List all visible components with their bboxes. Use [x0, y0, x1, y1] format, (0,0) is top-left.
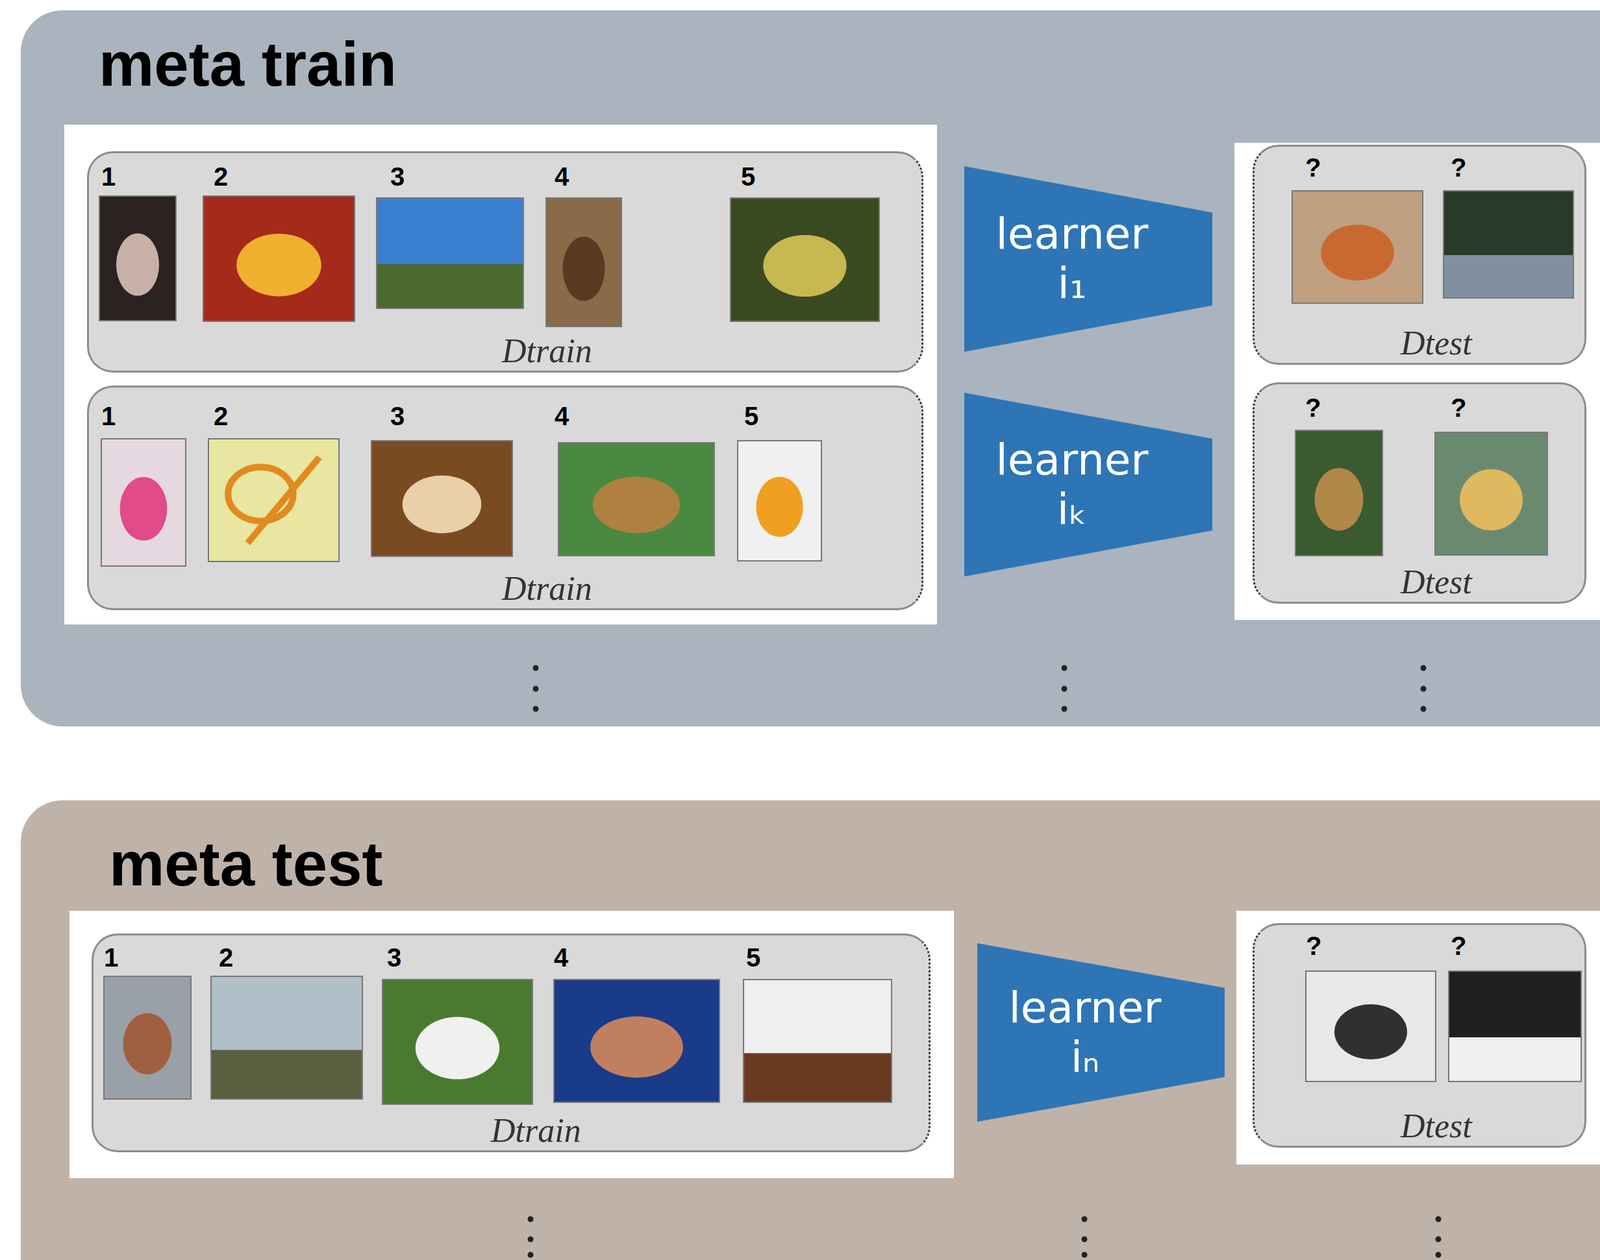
learner-trapezoid: learner i₁ — [964, 166, 1213, 352]
item-number: 5 — [740, 161, 756, 193]
item-number: 2 — [213, 400, 228, 432]
item-number: ? — [1450, 151, 1467, 184]
item-number: 4 — [554, 400, 569, 432]
item-number: 1 — [101, 161, 116, 193]
set-label: Dtrain — [501, 332, 593, 370]
item-number: 3 — [390, 161, 405, 193]
item-number: 1 — [103, 942, 119, 974]
panel-title: meta train — [98, 29, 397, 99]
learner-trapezoid: learner iₙ — [977, 943, 1225, 1123]
episode-set: ?? Dtest — [1252, 382, 1587, 604]
set-label: Dtest — [1400, 324, 1473, 362]
set-label: Dtrain — [490, 1112, 582, 1150]
item-number: 4 — [554, 161, 569, 193]
item-number: ? — [1450, 930, 1467, 962]
item-number: 2 — [213, 161, 228, 193]
learner-label: learner iₖ — [987, 435, 1157, 535]
phase-panel: meta test 1 2 3 4 5Dtrain learner iₙ?? Dtest — [20, 800, 1600, 1260]
episode-set: 1 2 3 4 5Dtrain — [87, 385, 924, 611]
learner-label: learner iₙ — [1000, 983, 1170, 1083]
item-number: 5 — [744, 400, 759, 432]
item-number: ? — [1305, 392, 1321, 424]
item-number: 2 — [218, 942, 234, 974]
episode-set: ?? Dtest — [1252, 144, 1587, 365]
item-number: 1 — [101, 400, 116, 432]
item-number: 3 — [390, 400, 405, 432]
set-label: Dtest — [1400, 1107, 1473, 1145]
item-number: 3 — [387, 942, 402, 974]
panel-title: meta test — [109, 829, 384, 899]
episode-set: 1 2 3 4 5Dtrain — [87, 151, 924, 373]
item-number: ? — [1305, 151, 1321, 184]
episode-set: ?? Dtest — [1252, 923, 1587, 1149]
episode-set: 1 2 3 4 5Dtrain — [91, 933, 931, 1153]
learner-label: learner i₁ — [987, 209, 1157, 309]
item-number: ? — [1450, 392, 1467, 424]
set-label: Dtrain — [501, 570, 593, 608]
item-number: 4 — [553, 942, 569, 974]
item-number: ? — [1305, 930, 1322, 962]
set-label: Dtest — [1400, 563, 1473, 601]
phase-panel: meta train12345Dtrainlearner i₁??Dtest12… — [20, 10, 1600, 727]
learner-trapezoid: learner iₖ — [964, 392, 1213, 577]
item-number: 5 — [746, 942, 761, 974]
